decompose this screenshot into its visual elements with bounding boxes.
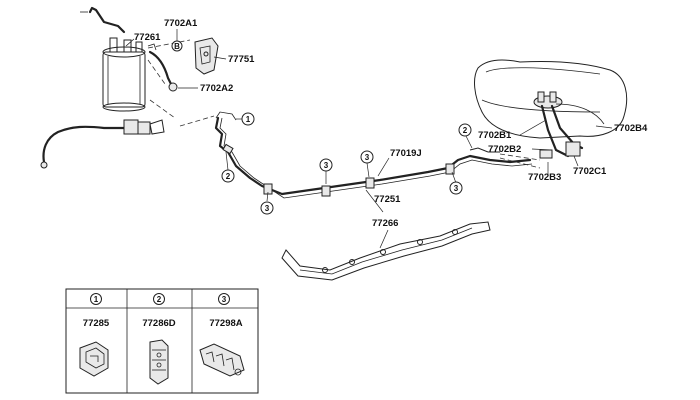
label-7702B4: 7702B4 [614, 123, 648, 134]
callout-markers: 1 2 3 3 3 3 2 [221, 112, 472, 215]
callout-2-marker-a: 2 [221, 169, 235, 183]
callout-3-marker-b: 3 [319, 158, 333, 172]
label-7702A1: 7702A1 [164, 18, 198, 29]
clip-77298A-icon [199, 343, 245, 377]
tube-protector [281, 221, 491, 281]
callout-3-marker-a: 3 [260, 201, 274, 215]
label-7702A2: 7702A2 [200, 83, 233, 94]
charcoal-canister [80, 6, 215, 127]
label-7702B2: 7702B2 [488, 144, 521, 155]
legend-3-num: 3 [222, 295, 227, 304]
clip-77285-icon [79, 341, 109, 377]
legend-1-part: 77285 [83, 318, 110, 329]
legend-box: 1 77285 2 77286D 3 [65, 288, 259, 394]
callout-1-text: 1 [246, 115, 251, 124]
purge-hose [40, 119, 165, 169]
callout-3-marker-c: 3 [360, 150, 374, 164]
callout-3a-text: 3 [265, 204, 270, 213]
b-symbol-letter: B [174, 42, 180, 51]
legend-1-num: 1 [94, 295, 99, 304]
callout-3c-text: 3 [365, 153, 370, 162]
label-77266: 77266 [372, 218, 398, 229]
fuel-tube-assembly [214, 111, 541, 199]
label-7702B3: 7702B3 [528, 172, 561, 183]
fuel-tank [474, 59, 628, 159]
callout-2-marker-b: 2 [458, 123, 472, 137]
label-77251: 77251 [374, 194, 401, 205]
label-77751: 77751 [228, 54, 255, 65]
b-symbol: B [171, 40, 183, 52]
legend-cell-1: 1 77285 [79, 293, 110, 377]
canister-bracket [194, 37, 219, 75]
label-77019J: 77019J [390, 148, 422, 159]
callout-2b-text: 2 [463, 126, 468, 135]
callout-3d-text: 3 [454, 184, 459, 193]
label-7702B1: 7702B1 [478, 130, 512, 141]
callout-3b-text: 3 [324, 161, 329, 170]
legend-2-part: 77286D [142, 318, 175, 329]
legend-2-num: 2 [157, 295, 162, 304]
callout-3-marker-d: 3 [449, 181, 463, 195]
label-7702C1: 7702C1 [573, 166, 607, 177]
clip-77286D-icon [149, 339, 169, 385]
leader-lines [125, 29, 613, 249]
part-labels: 7702A1 77261 77751 7702A2 77019J 77251 7… [134, 18, 648, 229]
callout-2a-text: 2 [226, 172, 231, 181]
canister-hose [147, 43, 174, 88]
label-77261: 77261 [134, 32, 161, 43]
hose-clamp [168, 82, 178, 92]
legend-3-part: 77298A [209, 318, 242, 329]
callout-1-marker: 1 [241, 112, 255, 126]
legend-cell-2: 2 77286D [142, 293, 176, 385]
legend-cell-3: 3 77298A [199, 293, 245, 377]
